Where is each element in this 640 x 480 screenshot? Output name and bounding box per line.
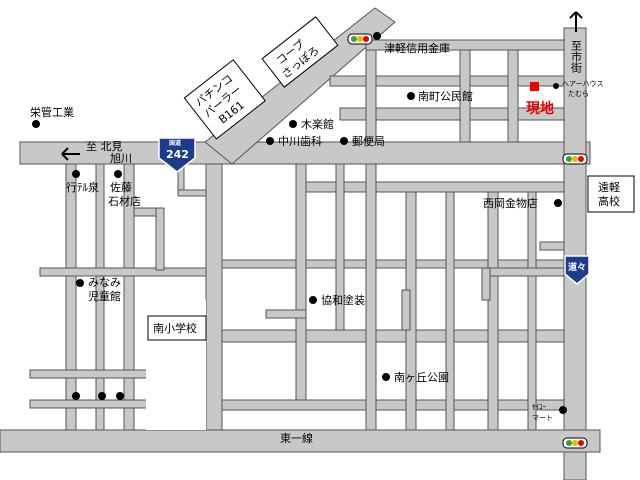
marker-nishioka bbox=[554, 199, 562, 207]
label-hair-house-2: たむら bbox=[568, 90, 589, 98]
road-h-r3 bbox=[265, 309, 307, 319]
marker-nakagawa-dental bbox=[266, 137, 274, 145]
high-school-label-1: 遠軽 bbox=[598, 181, 620, 194]
road-v-c2 bbox=[335, 163, 345, 331]
road-v2 bbox=[95, 163, 105, 431]
label-nishioka: 西岡金物店 bbox=[483, 196, 538, 210]
school-box bbox=[147, 315, 207, 341]
road-h-c2 bbox=[221, 399, 565, 411]
road-h-r2 bbox=[539, 241, 565, 251]
marker-minamimachi-hall bbox=[407, 92, 415, 100]
label-kyowa: 協和塗装 bbox=[321, 293, 365, 307]
marker-gyosen bbox=[72, 170, 80, 178]
road-h-c4 bbox=[221, 259, 565, 269]
road-v1 bbox=[65, 163, 77, 431]
arrow-left-icon bbox=[61, 147, 80, 161]
road-h-c1 bbox=[221, 329, 565, 343]
prefectural-route-shield-icon: 道々 bbox=[564, 255, 590, 285]
road-v-r2 bbox=[401, 289, 411, 331]
road-v-r1 bbox=[481, 267, 491, 301]
traffic-light-icon bbox=[347, 33, 373, 45]
label-seicomart-1: ｾｲｺｰ bbox=[532, 403, 546, 411]
marker-sakan bbox=[32, 120, 40, 128]
coop-box: コープ さっぽろ bbox=[261, 16, 339, 88]
road-network bbox=[0, 7, 601, 480]
svg-text:242: 242 bbox=[166, 148, 189, 161]
label-tsugaru-bank: 津軽信用金庫 bbox=[384, 41, 450, 55]
road-v-small1 bbox=[155, 207, 165, 271]
label-to-kitami: 至 北見 bbox=[86, 140, 123, 153]
road-v-u3 bbox=[507, 39, 519, 143]
traffic-light-icon bbox=[562, 437, 588, 449]
label-to-city: 至市街 bbox=[570, 40, 583, 74]
label-to-asahikawa: 旭川 bbox=[110, 151, 132, 165]
marker-bottom-left-2 bbox=[98, 392, 106, 400]
label-nakagawa-dental: 中川歯科 bbox=[278, 134, 322, 148]
road-v-c1 bbox=[295, 163, 307, 401]
marker-mokuraku bbox=[289, 120, 297, 128]
pachinko-box: パチンコ パーラー B161 bbox=[183, 59, 266, 140]
road-v3 bbox=[123, 163, 135, 431]
road-v-u1 bbox=[365, 39, 377, 143]
marker-minami-center bbox=[76, 279, 84, 287]
label-sato-2: 石材店 bbox=[108, 194, 141, 208]
label-sakan: 栄管工業 bbox=[30, 105, 74, 119]
label-minami-2: 児童館 bbox=[88, 289, 121, 303]
road-h-small2 bbox=[177, 189, 207, 197]
high-school-label-2: 高校 bbox=[598, 194, 620, 208]
svg-text:道々: 道々 bbox=[568, 261, 586, 273]
road-v-c3 bbox=[365, 163, 377, 431]
arrow-up-icon bbox=[569, 11, 583, 32]
road-bottom-ew bbox=[0, 429, 601, 453]
road-h-u3 bbox=[365, 39, 565, 51]
road-v4 bbox=[205, 163, 223, 431]
marker-post-office bbox=[340, 137, 348, 145]
marker-minamigaoka-park bbox=[382, 373, 390, 381]
school-label: 南小学校 bbox=[153, 321, 197, 335]
marker-hair-house bbox=[553, 83, 559, 89]
road-h-r1 bbox=[481, 267, 565, 277]
site-marker bbox=[530, 82, 539, 91]
high-school-box bbox=[587, 175, 635, 213]
label-minamigaoka-park: 南ヶ丘公園 bbox=[394, 371, 449, 384]
traffic-light-icon bbox=[562, 153, 588, 165]
road-h-u1 bbox=[329, 75, 565, 87]
marker-kyowa bbox=[309, 296, 317, 304]
label-sato-1: 佐藤 bbox=[110, 180, 132, 194]
svg-text:国道: 国道 bbox=[169, 139, 181, 147]
road-v-c6 bbox=[487, 191, 499, 431]
label-higashi-ichisen: 東一線 bbox=[280, 431, 313, 445]
road-h-left1 bbox=[39, 267, 207, 277]
label-hair-house-1: ヘアーハウス bbox=[562, 80, 603, 88]
marker-tsugaru-bank bbox=[373, 32, 381, 40]
label-seicomart-2: マート bbox=[532, 414, 553, 422]
road-v-c5 bbox=[445, 191, 455, 431]
label-genchi: 現地 bbox=[526, 100, 554, 117]
marker-bottom-left-3 bbox=[116, 392, 124, 400]
label-post-office: 郵便局 bbox=[352, 135, 385, 148]
marker-bottom-left-1 bbox=[72, 392, 80, 400]
label-mokuraku: 木楽館 bbox=[301, 117, 334, 131]
road-v-c7 bbox=[527, 191, 537, 431]
label-minami-1: みなみ bbox=[88, 276, 121, 289]
label-gyosen: 行ﾃﾙ泉 bbox=[66, 180, 99, 194]
marker-seicomart bbox=[559, 406, 567, 414]
national-route-shield-icon: 国道 242 bbox=[158, 137, 196, 173]
label-minamimachi-hall: 南町公民館 bbox=[418, 89, 473, 103]
marker-sato bbox=[114, 170, 122, 178]
